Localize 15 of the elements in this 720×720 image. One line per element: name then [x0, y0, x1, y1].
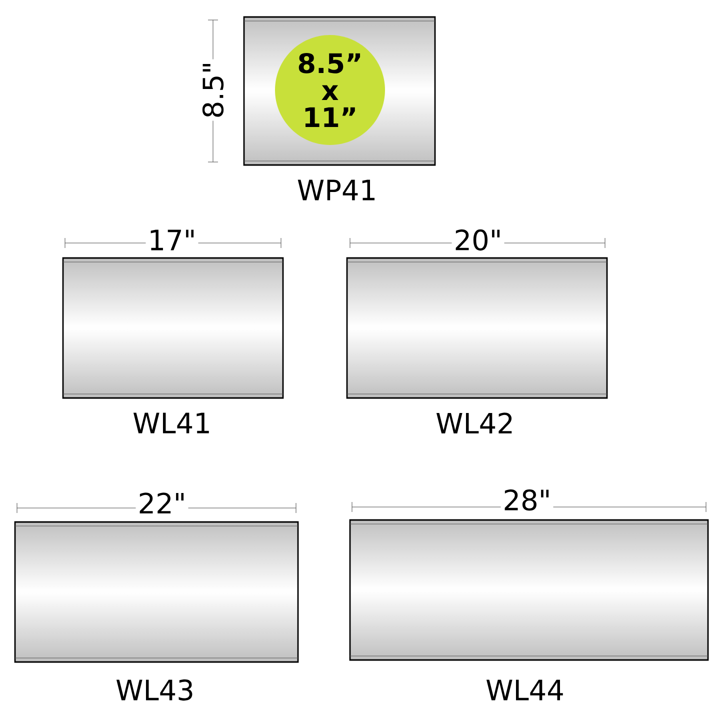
model-caption: WP41: [298, 180, 375, 200]
dimension-label: 8.5": [200, 59, 226, 121]
dimension-label: 22": [136, 490, 188, 516]
dimension-label: 20": [452, 227, 504, 253]
size-badge: 8.5” x 11”: [275, 35, 385, 145]
sign-panel: [62, 257, 284, 399]
sign-panel: [14, 521, 299, 663]
dimension-label: 17": [146, 228, 198, 252]
dimension-label: 28": [500, 487, 554, 513]
model-caption: WL42: [436, 412, 512, 434]
model-caption: WL44: [486, 680, 563, 700]
sign-panel: [349, 519, 709, 661]
model-caption: WL41: [133, 412, 209, 434]
model-caption: WL43: [116, 679, 192, 701]
sign-panel: [346, 257, 608, 399]
